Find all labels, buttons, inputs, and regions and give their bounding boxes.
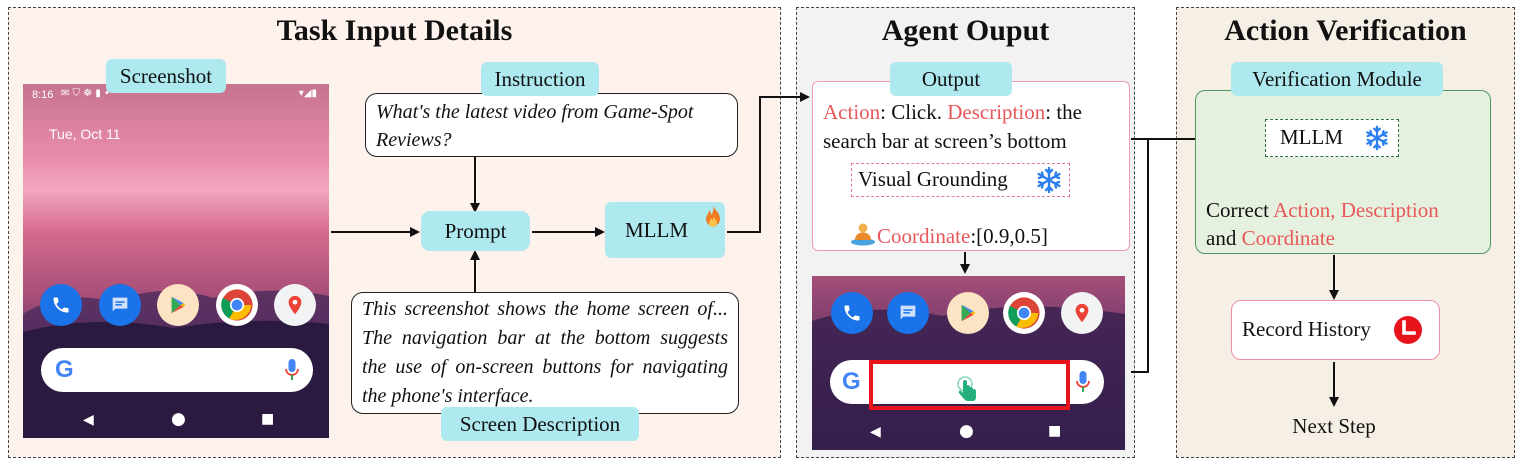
mini-google-logo: G (842, 368, 861, 395)
google-logo: G (55, 356, 74, 383)
play-store-icon[interactable] (157, 284, 199, 326)
mini-nav-recents-icon[interactable]: ■ (1048, 423, 1062, 439)
verify-snowflake-icon (1366, 125, 1388, 151)
location-person-icon (851, 223, 875, 246)
screenshot-label: Screenshot (106, 59, 226, 93)
hand-pointer-icon (957, 376, 976, 401)
output-label: Output (890, 62, 1012, 96)
grounded-phone-screenshot: G ◀ ● ■ (812, 276, 1125, 450)
mini-nav-home-icon[interactable]: ● (959, 421, 974, 441)
coordinate-text: Coordinate:[0.9,0.5] (877, 223, 1048, 249)
status-time: 8:16 (32, 89, 54, 101)
date-widget: Tue, Oct 11 (49, 126, 121, 142)
nav-home-icon[interactable]: ● (171, 409, 186, 429)
chrome-icon[interactable] (216, 284, 258, 326)
mini-play-store-icon[interactable] (947, 292, 989, 334)
arrow-output-to-verify (1131, 138, 1149, 373)
screen-description-text: This screenshot shows the home screen of… (362, 298, 728, 407)
instruction-text: What's the latest video from Game-Spot R… (376, 101, 694, 151)
input-mllm-box: MLLM (605, 202, 725, 258)
mini-chrome-icon[interactable] (1003, 292, 1045, 334)
correct-text: Correct Action, Description and Coordinat… (1206, 196, 1488, 252)
mini-phone-icon[interactable] (831, 292, 873, 334)
fire-icon (706, 205, 720, 227)
input-mllm-label: MLLM (625, 218, 688, 242)
snowflake-icon (1037, 166, 1061, 194)
verification-module-label: Verification Module (1231, 62, 1443, 96)
messages-icon[interactable] (99, 284, 141, 326)
coordinate-value: :[0.9,0.5] (970, 224, 1048, 248)
screen-description-label: Screen Description (441, 407, 639, 441)
visual-grounding-box: Visual Grounding (851, 163, 1070, 197)
task-input-title: Task Input Details (276, 14, 513, 47)
screen-description-box: This screenshot shows the home screen of… (351, 292, 739, 414)
coordinate-key: Coordinate (877, 224, 971, 248)
record-clock-icon (1394, 316, 1422, 344)
description-key: Description (947, 100, 1046, 124)
correct-coordinate: Coordinate (1241, 226, 1335, 250)
record-history-label: Record History (1242, 317, 1371, 341)
next-step-label: Next Step (1292, 414, 1376, 438)
nav-back-icon[interactable]: ◀ (83, 412, 94, 428)
agent-output-title: Agent Ouput (881, 14, 1050, 47)
phone-icon[interactable] (40, 284, 82, 326)
action-key: Action (823, 100, 881, 124)
grounding-highlight-box (869, 360, 1070, 410)
verification-module-box (1195, 90, 1491, 254)
battery-icon: ▾◢▮ (298, 88, 317, 99)
search-bar[interactable]: G (41, 348, 313, 392)
instruction-box: What's the latest video from Game-Spot R… (365, 93, 738, 157)
instruction-label: Instruction (481, 62, 599, 96)
action-verification-title: Action Verification (1224, 14, 1467, 47)
mini-messages-icon[interactable] (887, 292, 929, 334)
verify-mllm-label: MLLM (1280, 125, 1343, 149)
prompt-box: Prompt (421, 211, 530, 251)
correct-and: and (1206, 226, 1242, 250)
action-description-text: Action: Click. Description: the search b… (823, 98, 1127, 156)
phone-screenshot: 8:16 ✉ ⛉ ☸ ▮ • ▾◢▮ Tue, Oct 11 G ◀ ● ■ (23, 84, 329, 438)
mini-maps-icon[interactable] (1061, 292, 1103, 334)
status-icons: ✉ ⛉ ☸ ▮ • (61, 88, 110, 99)
maps-icon[interactable] (274, 284, 316, 326)
nav-recents-icon[interactable]: ■ (261, 411, 275, 427)
correct-prefix: Correct (1206, 198, 1274, 222)
visual-grounding-label: Visual Grounding (858, 167, 1008, 191)
mic-icon[interactable] (285, 359, 299, 381)
mini-nav-back-icon[interactable]: ◀ (870, 424, 881, 440)
arrow-mllm-to-output (727, 92, 810, 233)
correct-action-description: Action, Description (1273, 198, 1439, 222)
mini-mic-icon[interactable] (1076, 371, 1090, 393)
description-value: : the search bar at screen’s bottom (823, 100, 1082, 153)
action-value: : Click. (880, 100, 948, 124)
